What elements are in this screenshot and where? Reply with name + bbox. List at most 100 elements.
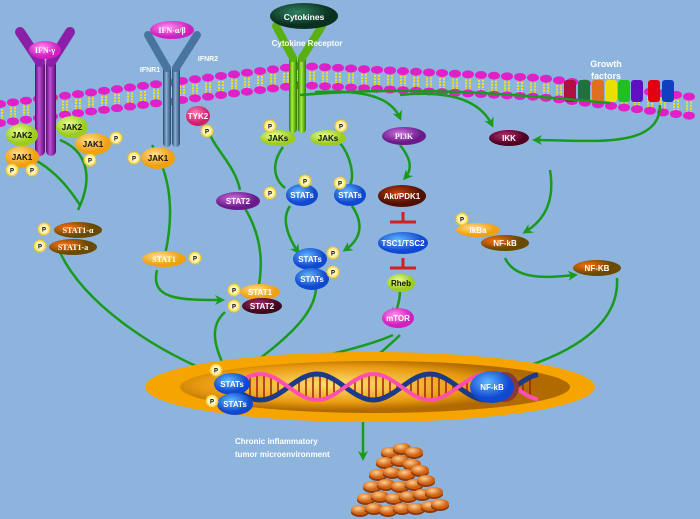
arrow-stat1-to-nucleus — [56, 247, 228, 381]
outcome-label-1: Chronic inflammatory — [235, 437, 318, 446]
tumor-cell — [379, 505, 397, 515]
stats-left-label: STATs — [290, 191, 314, 200]
cytokine-receptor-label: Cytokine Receptor — [272, 39, 343, 48]
arrow-stats-right-to-dimer — [342, 205, 361, 252]
jak2-b-node: JAK2 — [56, 116, 88, 138]
tumor-cell — [411, 465, 429, 475]
jak2-b-label: JAK2 — [62, 123, 83, 132]
svg-text:P: P — [303, 180, 307, 186]
svg-text:P: P — [460, 218, 464, 224]
tumor-cell — [369, 469, 387, 479]
arrow-jaks-left-to-stats — [274, 146, 286, 189]
pi3k-label: PI3K — [395, 132, 414, 141]
heterodimer-stat2-shape — [242, 298, 282, 314]
tumor-cell — [357, 493, 375, 503]
stats-left-shape — [286, 184, 318, 206]
stats-dimer-bottom-shape — [295, 268, 329, 290]
stat1-shape — [142, 251, 186, 267]
stats-right-node: STATs P — [333, 176, 366, 206]
tumor-cell — [363, 481, 381, 491]
svg-text:P: P — [338, 182, 342, 188]
tsc-node: TSC1/TSC2 — [378, 232, 428, 254]
stats-right-shape — [334, 184, 366, 206]
membrane-signal-line — [299, 89, 611, 105]
tyk2-shape — [186, 106, 210, 126]
jak1-a-label: JAK1 — [12, 153, 33, 162]
tumor-cell — [407, 503, 425, 513]
arrow-jak2-to-stat1 — [59, 138, 88, 211]
nuclear-stats-bottom-shape — [217, 393, 253, 415]
ifn-alpha-beta-ligand — [150, 21, 194, 39]
stats-dimer-top-node: STATs P — [293, 246, 340, 270]
tumor-cell — [383, 467, 401, 477]
tumor-cell — [385, 493, 403, 503]
tyk2-label: TYK2 — [188, 112, 209, 121]
svg-text:P: P — [114, 137, 118, 143]
nfkb-complex-shape — [481, 235, 529, 251]
jaks-left-label: JAKs — [268, 134, 289, 143]
tumor-cell — [397, 469, 415, 479]
stat2-label: STAT2 — [226, 197, 251, 206]
jaks-right-label: JAKs — [318, 134, 339, 143]
ikk-shape — [489, 130, 529, 146]
stat1-a-shape — [49, 239, 97, 255]
phosphate-icon: P — [333, 176, 347, 190]
stat1-alpha-node: STAT1-αP — [37, 222, 102, 238]
phosphate-icon: P — [127, 151, 141, 165]
ifnr1-label: IFNR1 — [140, 67, 160, 74]
ikk-label: IKK — [502, 134, 516, 143]
stat1-a-node: STAT1-aP — [33, 239, 97, 255]
nuclear-stats-bottom-label: STATs — [223, 400, 247, 409]
jak1-c-shape — [141, 147, 175, 169]
stats-left-node: STATs P — [286, 174, 318, 206]
akt-shape — [378, 185, 426, 207]
svg-text:P: P — [10, 169, 14, 175]
phosphate-icon: P — [298, 174, 312, 188]
stat1-alpha-shape — [54, 222, 102, 238]
nfkb-nuclear-node: NF-kB — [470, 371, 519, 403]
arrow-stat2-to-heterodimer — [241, 204, 263, 291]
stats-dimer-top-label: STATs — [298, 255, 322, 264]
tumor-cell — [417, 475, 435, 485]
akt-label: Akt/PDK1 — [384, 192, 421, 201]
ifn-alpha-beta-label: IFN-α/β — [158, 26, 185, 35]
tumor-cell — [431, 499, 449, 509]
nfkb-nuclear-label: NF-kB — [480, 383, 504, 392]
ikba-shape — [456, 223, 500, 237]
heterodimer-stat1-shape — [240, 284, 280, 300]
nfkb-free-label: NF-KB — [585, 264, 610, 273]
svg-text:P: P — [205, 130, 209, 136]
growth-factors-label-2: factors — [591, 71, 621, 81]
phosphate-icon: P — [326, 246, 340, 260]
tumor-cell — [425, 487, 443, 497]
mtor-label: mTOR — [386, 314, 410, 323]
tumor-cell — [351, 505, 369, 515]
stats-right-label: STATs — [338, 191, 362, 200]
jak2-a-shape — [6, 124, 38, 146]
growth-factor-receptor — [564, 80, 674, 102]
stat1-a-label: STAT1-a — [58, 243, 88, 252]
jaks-right-shape — [310, 130, 346, 146]
jak2-a-node: JAK2 — [6, 124, 38, 146]
svg-text:P: P — [210, 400, 214, 406]
stat1-alpha-label: STAT1-α — [63, 226, 94, 235]
mtor-shape — [382, 308, 414, 328]
tumor-cell — [371, 491, 389, 501]
outcome-label-2: tumor microenvironment — [235, 450, 330, 459]
svg-text:P: P — [331, 271, 335, 277]
jaks-left-shape — [260, 130, 296, 146]
jak1-c-label: JAK1 — [148, 154, 169, 163]
tsc-shape — [378, 232, 428, 254]
phosphate-icon: P — [25, 163, 39, 177]
svg-text:P: P — [268, 125, 272, 131]
tumor-cell — [393, 503, 411, 513]
stat1-label: STAT1 — [152, 255, 176, 264]
tumor-cell — [377, 479, 395, 489]
